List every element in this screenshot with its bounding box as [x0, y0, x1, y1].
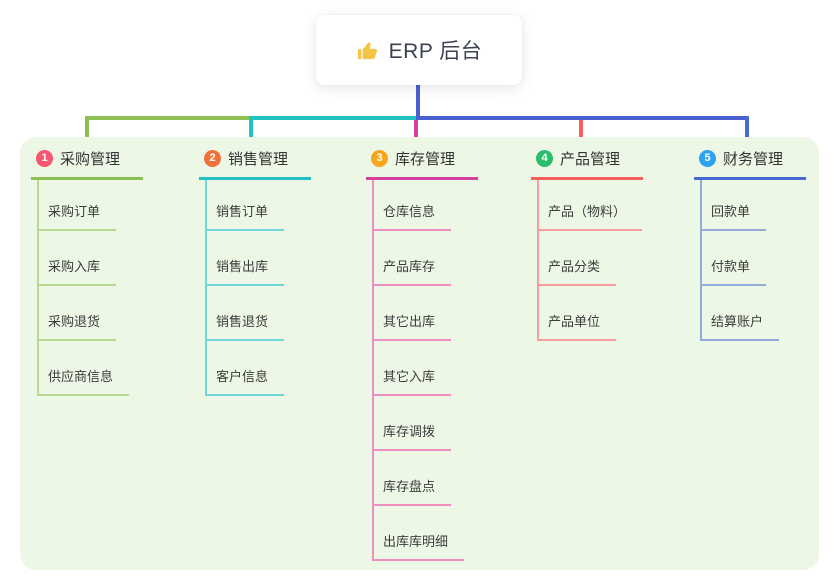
branch-label: 销售管理 [228, 151, 289, 168]
node-stock-check[interactable]: 库存盘点 [372, 451, 452, 506]
branch-children: 产品（物料） 产品分类 产品单位 [537, 180, 643, 341]
node-purchase-inbound[interactable]: 采购入库 [37, 231, 117, 286]
node-product-material[interactable]: 产品（物料） [537, 180, 643, 231]
branch-label: 库存管理 [395, 151, 456, 168]
node-receipt-bill[interactable]: 回款单 [700, 180, 767, 231]
branch-title-inventory[interactable]: 3 库存管理 [366, 146, 478, 180]
connector-horizontal-right [416, 116, 749, 120]
node-purchase-return[interactable]: 采购退货 [37, 286, 117, 341]
node-customer-info[interactable]: 客户信息 [205, 341, 285, 396]
branch-finance: 5 财务管理 回款单 付款单 结算账户 [694, 146, 806, 341]
node-payment-bill[interactable]: 付款单 [700, 231, 767, 286]
root-title: ERP 后台 [388, 40, 483, 63]
node-product-unit[interactable]: 产品单位 [537, 286, 617, 341]
badge-1: 1 [36, 150, 53, 167]
node-other-inbound[interactable]: 其它入库 [372, 341, 452, 396]
branch-children: 销售订单 销售出库 销售退货 客户信息 [205, 180, 311, 396]
connector-drop-finance [745, 116, 749, 150]
badge-2: 2 [204, 150, 221, 167]
root-node-erp[interactable]: ERP 后台 [316, 15, 522, 85]
connector-drop-sales [249, 116, 253, 150]
mindmap-panel [20, 137, 819, 570]
branch-label: 财务管理 [723, 151, 784, 168]
badge-3: 3 [371, 150, 388, 167]
branch-title-finance[interactable]: 5 财务管理 [694, 146, 806, 180]
branch-label: 产品管理 [560, 151, 621, 168]
connector-drop-inventory [414, 120, 418, 150]
connector-horizontal-sales [251, 116, 418, 120]
branch-title-sales[interactable]: 2 销售管理 [199, 146, 311, 180]
node-supplier-info[interactable]: 供应商信息 [37, 341, 130, 396]
badge-5: 5 [699, 150, 716, 167]
thumbs-up-icon [357, 42, 377, 59]
branch-children: 仓库信息 产品库存 其它出库 其它入库 库存调拨 库存盘点 出库库明细 [372, 180, 478, 561]
connector-drop-product [579, 120, 583, 150]
node-product-stock[interactable]: 产品库存 [372, 231, 452, 286]
connector-horizontal-purchase [85, 116, 253, 120]
node-outbound-detail[interactable]: 出库库明细 [372, 506, 465, 561]
node-warehouse-info[interactable]: 仓库信息 [372, 180, 452, 231]
node-stock-transfer[interactable]: 库存调拨 [372, 396, 452, 451]
branch-title-product[interactable]: 4 产品管理 [531, 146, 643, 180]
branch-purchase: 1 采购管理 采购订单 采购入库 采购退货 供应商信息 [31, 146, 143, 396]
node-other-outbound[interactable]: 其它出库 [372, 286, 452, 341]
badge-4: 4 [536, 150, 553, 167]
connector-drop-purchase [85, 116, 89, 150]
node-sales-outbound[interactable]: 销售出库 [205, 231, 285, 286]
connector-root-vertical [416, 85, 420, 118]
branch-inventory: 3 库存管理 仓库信息 产品库存 其它出库 其它入库 库存调拨 库存盘点 出库库… [366, 146, 478, 561]
node-settlement-account[interactable]: 结算账户 [700, 286, 780, 341]
node-purchase-order[interactable]: 采购订单 [37, 180, 117, 231]
branch-product: 4 产品管理 产品（物料） 产品分类 产品单位 [531, 146, 643, 341]
node-product-category[interactable]: 产品分类 [537, 231, 617, 286]
branch-children: 回款单 付款单 结算账户 [700, 180, 806, 341]
node-sales-order[interactable]: 销售订单 [205, 180, 285, 231]
branch-label: 采购管理 [60, 151, 121, 168]
branch-sales: 2 销售管理 销售订单 销售出库 销售退货 客户信息 [199, 146, 311, 396]
branch-children: 采购订单 采购入库 采购退货 供应商信息 [37, 180, 143, 396]
branch-title-purchase[interactable]: 1 采购管理 [31, 146, 143, 180]
node-sales-return[interactable]: 销售退货 [205, 286, 285, 341]
